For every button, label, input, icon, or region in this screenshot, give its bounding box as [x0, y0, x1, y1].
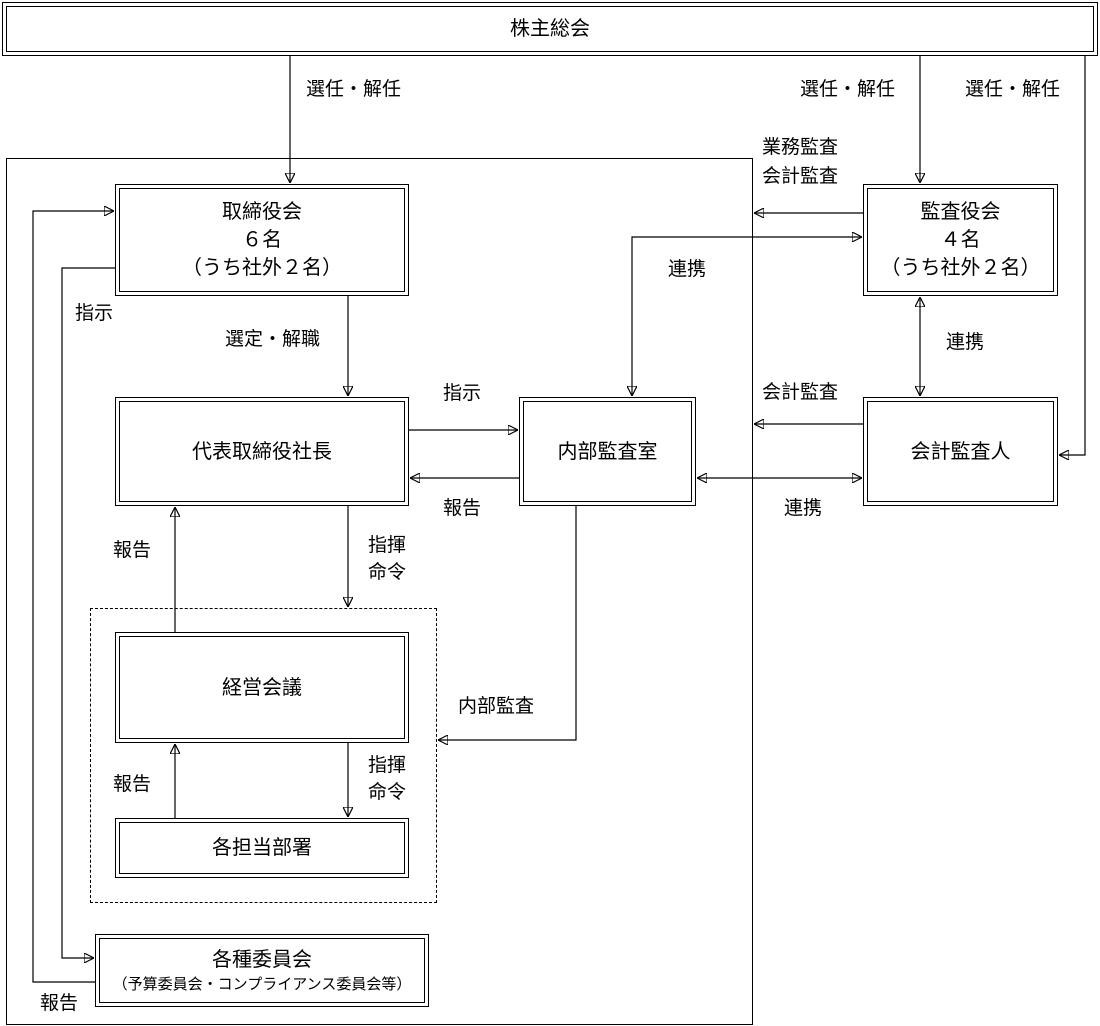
internal-audit-office-label: 内部監査室 — [557, 440, 658, 463]
committees-box: 各種委員会 （予算委員会・コンプライアンス委員会等） — [95, 934, 429, 1007]
audit-board-title: 監査役会 — [920, 201, 1001, 223]
board-count: ６名 — [242, 229, 282, 251]
label-command-president-line2: 命令 — [368, 562, 407, 583]
label-command-management: 指揮 命令 — [368, 752, 406, 806]
label-command-management-line2: 命令 — [368, 782, 407, 803]
board-title: 取締役会 — [222, 201, 302, 223]
label-internal-audit: 内部監査 — [458, 696, 535, 717]
label-select-dismiss-president: 選定・解職 — [225, 329, 321, 350]
committees-examples: （予算委員会・コンプライアンス委員会等） — [112, 975, 412, 993]
shareholders-meeting-box: 株主総会 — [2, 2, 1098, 56]
label-business-audit: 業務監査 — [762, 137, 839, 158]
label-instruction-committees: 指示 — [75, 303, 114, 324]
board-of-directors-box: 取締役会 ６名 （うち社外２名） — [115, 184, 409, 296]
president-box: 代表取締役社長 — [115, 397, 409, 506]
audit-board-outside: （うち社外２名） — [880, 257, 1041, 279]
accounting-auditor-box: 会計監査人 — [863, 397, 1058, 506]
committees-title: 各種委員会 — [212, 948, 312, 971]
label-cooperation-auditors-accounting: 連携 — [946, 332, 985, 353]
label-instruction-internal: 指示 — [443, 383, 482, 404]
label-elect-dismiss-auditors: 選任・解任 — [800, 79, 896, 100]
board-outside: （うち社外２名） — [182, 257, 342, 279]
label-command-management-line1: 指揮 — [368, 755, 407, 776]
label-report-departments: 報告 — [113, 774, 152, 795]
label-command-president: 指揮 命令 — [368, 532, 406, 586]
accounting-auditor-label: 会計監査人 — [910, 440, 1011, 463]
label-elect-dismiss-accounting: 選任・解任 — [965, 79, 1061, 100]
arrow-shareholders-to-accounting-auditor — [1059, 56, 1086, 455]
label-report-management: 報告 — [113, 540, 152, 561]
company-frame — [6, 158, 753, 1025]
label-command-president-line1: 指揮 — [368, 535, 407, 556]
departments-box: 各担当部署 — [115, 818, 409, 878]
label-accounting-audit-accounting: 会計監査 — [762, 382, 839, 403]
president-label: 代表取締役社長 — [192, 440, 332, 463]
shareholders-meeting-label: 株主総会 — [510, 18, 590, 40]
label-cooperation-internal-auditors: 連携 — [668, 259, 707, 280]
label-elect-dismiss-board: 選任・解任 — [306, 79, 402, 100]
label-accounting-audit-auditors: 会計監査 — [762, 166, 839, 187]
management-meeting-box: 経営会議 — [115, 632, 409, 743]
audit-board-box: 監査役会 ４名 （うち社外２名） — [863, 184, 1058, 296]
audit-board-count: ４名 — [940, 229, 981, 251]
label-cooperation-internal-accounting: 連携 — [784, 498, 823, 519]
internal-audit-office-box: 内部監査室 — [519, 397, 696, 506]
label-report-internal: 報告 — [443, 498, 482, 519]
management-meeting-label: 経営会議 — [222, 676, 302, 699]
label-report-committees: 報告 — [40, 993, 79, 1014]
departments-label: 各担当部署 — [212, 837, 312, 859]
